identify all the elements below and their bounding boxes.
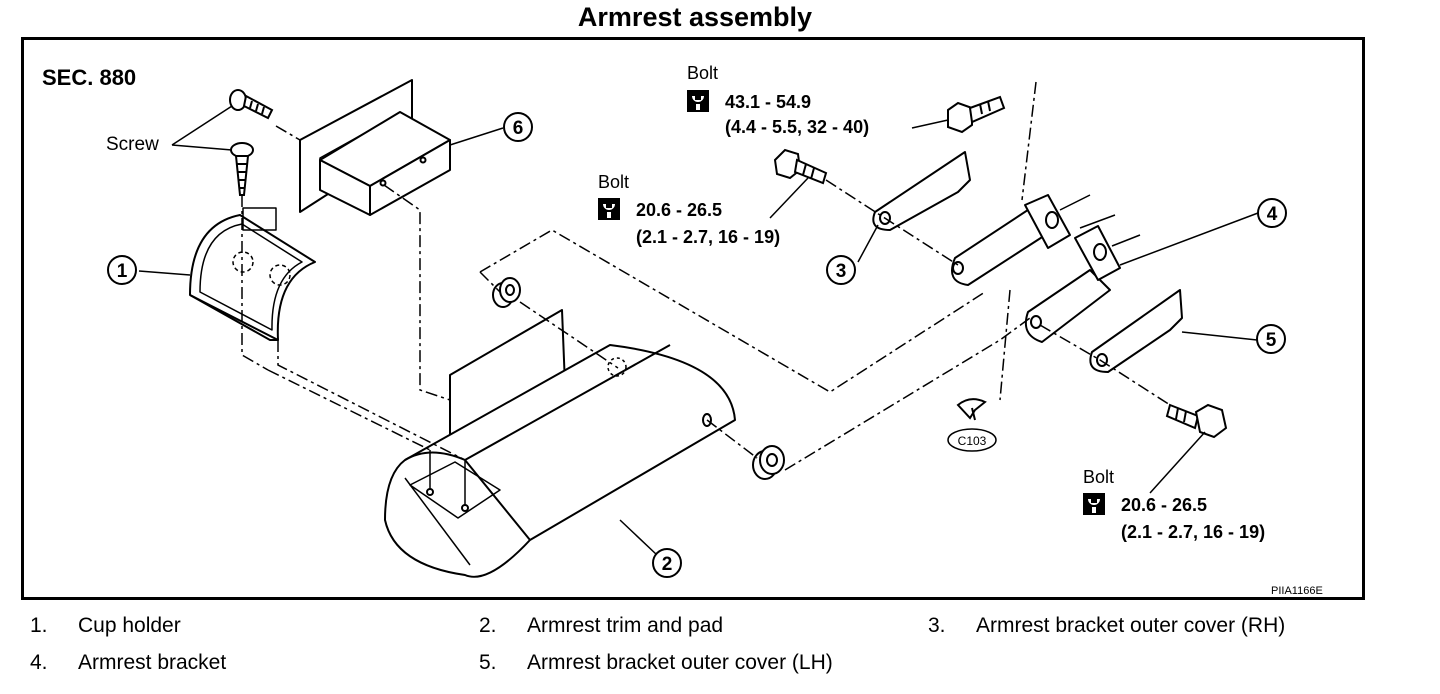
- svg-text:5: 5: [1266, 330, 1277, 351]
- image-code: PIIA1166E: [1271, 585, 1323, 597]
- screw-icon: [230, 142, 254, 196]
- bolt-spec-middle: Bolt 20.6 - 26.5 (2.1 - 2.7, 16 - 19): [598, 172, 809, 247]
- clip-icon: [956, 398, 987, 421]
- part-5-bracket-cover-lh: [1089, 289, 1183, 373]
- leader-lines: [138, 127, 1259, 556]
- svg-text:1: 1: [117, 261, 128, 282]
- part-3-bracket-cover-rh: [872, 151, 971, 231]
- page-title: Armrest assembly: [577, 2, 813, 32]
- part-4-armrest-bracket: [951, 194, 1141, 343]
- assembly-lines: [241, 81, 1171, 471]
- callout-3: 3: [826, 255, 856, 285]
- bolt-spec-upper: Bolt 43.1 - 54.9 (4.4 - 5.5, 32 - 40): [687, 63, 949, 137]
- legend-item-5: 5.Armrest bracket outer cover (LH): [479, 651, 833, 674]
- svg-text:Bolt: Bolt: [598, 172, 629, 192]
- part-6-bracket-box: [299, 79, 451, 216]
- callout-4: 4: [1257, 198, 1287, 228]
- screw-icon: [229, 89, 274, 120]
- svg-text:20.6 - 26.5: 20.6 - 26.5: [1121, 495, 1207, 515]
- clip-code: C103: [958, 434, 987, 448]
- callout-6: 6: [503, 112, 533, 142]
- torque-wrench-icon: [1083, 493, 1105, 515]
- torque-wrench-icon: [687, 90, 709, 112]
- svg-text:3: 3: [836, 261, 847, 282]
- torque-wrench-icon: [598, 198, 620, 220]
- screw-label: Screw: [106, 134, 159, 155]
- svg-text:Bolt: Bolt: [1083, 467, 1114, 487]
- svg-text:2: 2: [662, 554, 673, 575]
- svg-text:20.6 - 26.5: 20.6 - 26.5: [636, 200, 722, 220]
- bushing-icon: [492, 277, 521, 308]
- svg-text:6: 6: [513, 118, 524, 139]
- svg-text:43.1 - 54.9: 43.1 - 54.9: [725, 92, 811, 112]
- bolt-icon: [1165, 403, 1228, 439]
- legend-item-2: 2.Armrest trim and pad: [479, 614, 724, 637]
- part-1-cup-holder: [189, 207, 316, 341]
- svg-text:Bolt: Bolt: [687, 63, 718, 83]
- callout-2: 2: [652, 548, 682, 578]
- svg-text:(2.1 - 2.7, 16 - 19): (2.1 - 2.7, 16 - 19): [636, 227, 780, 247]
- bolt-spec-lower: Bolt 20.6 - 26.5 (2.1 - 2.7, 16 - 19): [1083, 431, 1265, 542]
- bolt-icon: [773, 148, 828, 185]
- svg-text:(4.4 - 5.5, 32 - 40): (4.4 - 5.5, 32 - 40): [725, 117, 869, 137]
- section-label: SEC. 880: [42, 65, 136, 90]
- callout-5: 5: [1256, 324, 1286, 354]
- legend-item-1: 1.Cup holder: [30, 614, 181, 637]
- bolt-icon: [947, 95, 1006, 134]
- svg-text:4: 4: [1267, 204, 1278, 225]
- diagram-frame: [21, 37, 1365, 600]
- callout-1: 1: [107, 255, 137, 285]
- svg-text:(2.1 - 2.7, 16 - 19): (2.1 - 2.7, 16 - 19): [1121, 522, 1265, 542]
- legend-item-3: 3.Armrest bracket outer cover (RH): [928, 614, 1286, 637]
- bushing-icon: [752, 445, 785, 480]
- part-2-armrest-trim: [384, 309, 736, 578]
- legend-item-4: 4.Armrest bracket: [30, 651, 227, 674]
